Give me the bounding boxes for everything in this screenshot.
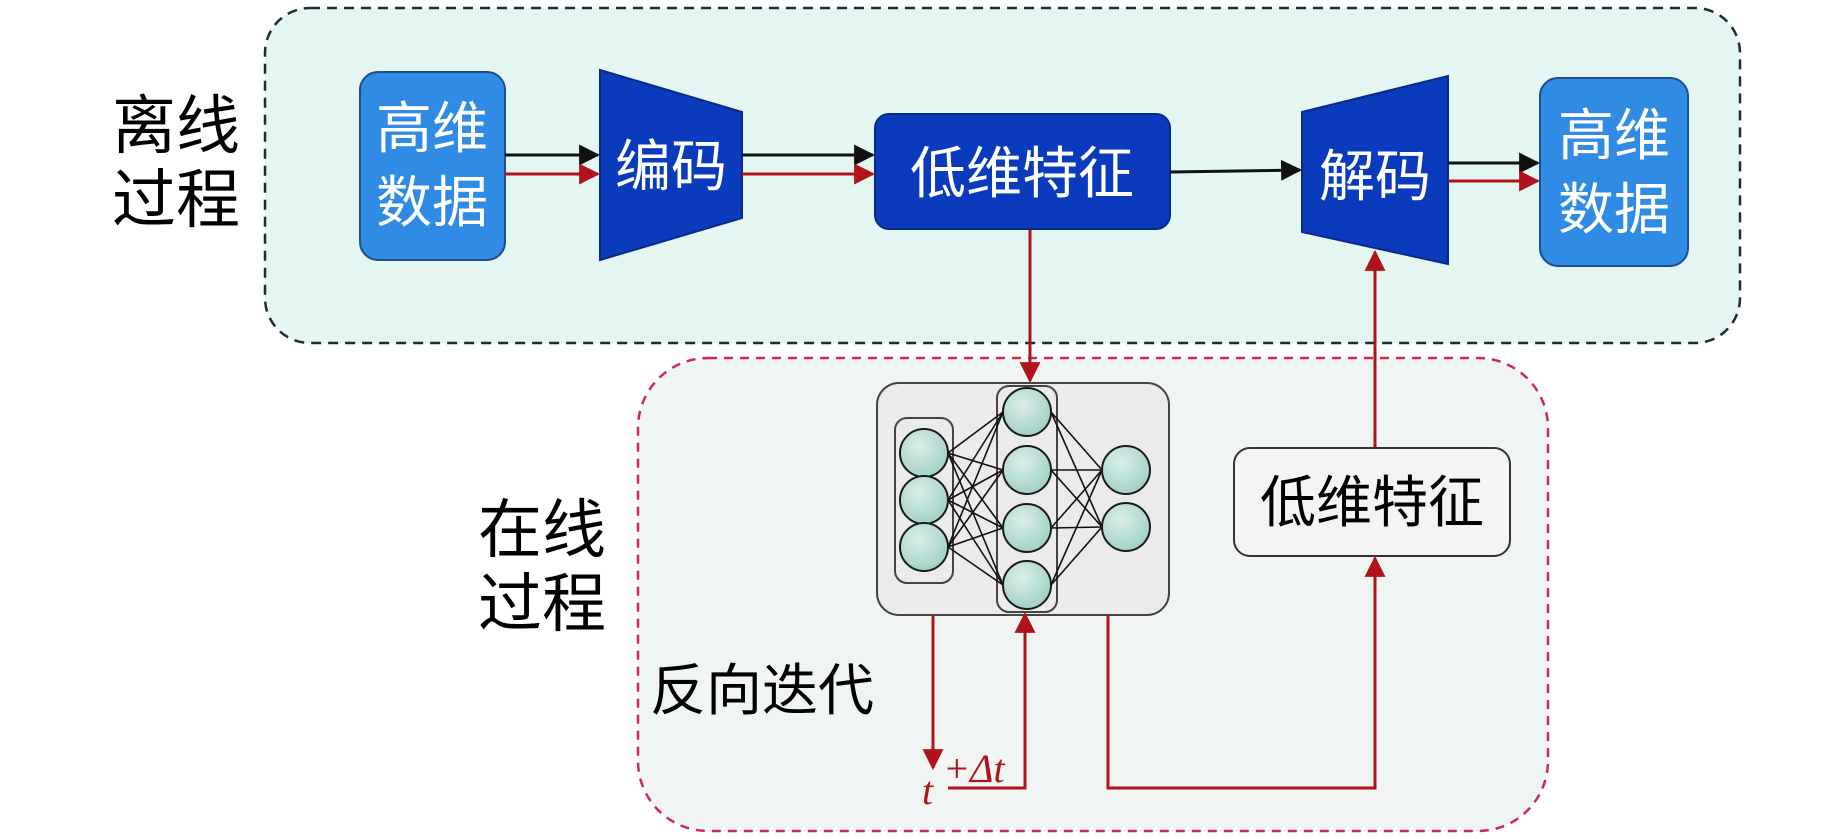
offline-input-box: [359, 71, 506, 261]
delta-time-label: +Δt: [943, 746, 1005, 791]
nn-connection: [1050, 469, 1103, 586]
offline-output-line2: 数据: [1558, 178, 1670, 243]
offline-latent-label: 低维特征: [910, 142, 1134, 207]
online-latent-label: 低维特征: [1260, 471, 1484, 536]
offline-label-line2: 过程: [112, 164, 240, 238]
nn-neuron: [1002, 387, 1052, 437]
nn-neuron: [1002, 503, 1052, 553]
decoder-label: 解码: [1319, 145, 1431, 210]
nn-connection: [947, 452, 1004, 529]
nn-connections: [947, 411, 1103, 586]
online-label-line1: 在线: [478, 494, 606, 568]
nn-neuron: [899, 475, 949, 525]
offline-output-line1: 高维: [1558, 104, 1670, 169]
decoder-block: [1301, 74, 1449, 266]
nn-connection: [947, 527, 1004, 548]
nn-neuron: [899, 428, 949, 478]
nn-connection: [947, 411, 1004, 548]
nn-connection: [947, 452, 1004, 586]
nn-connection: [947, 411, 1004, 501]
arrow-delta-to-nn: [948, 611, 1036, 790]
nn-neuron: [899, 522, 949, 572]
nn-connection: [947, 469, 1004, 501]
nn-connection: [1050, 469, 1103, 529]
nn-connection: [947, 546, 1004, 586]
nn-neurons: [899, 387, 1151, 610]
arrow-nn-to-online-latent: [1106, 555, 1386, 790]
nn-neuron: [1002, 445, 1052, 495]
encoder-label: 编码: [615, 135, 727, 200]
nn-input-layer-frame: [894, 417, 954, 584]
offline-input-line1: 高维: [376, 97, 488, 162]
nn-connection: [947, 499, 1004, 586]
encoder-block: [599, 68, 743, 262]
offline-input-line2: 数据: [376, 171, 488, 236]
nn-neuron: [1002, 560, 1052, 610]
nn-connection: [1050, 411, 1103, 471]
offline-label-line1: 离线: [112, 90, 240, 164]
iteration-label: 反向迭代: [650, 659, 874, 724]
nn-neuron: [1101, 502, 1151, 552]
time-label: t: [922, 768, 934, 813]
arrow-latent-decoder: [1169, 159, 1303, 181]
nn-connection: [947, 469, 1004, 548]
nn-connection: [947, 499, 1004, 529]
nn-connection: [1050, 526, 1103, 586]
nn-connection: [947, 411, 1004, 454]
online-label-line2: 过程: [478, 568, 606, 642]
nn-connection: [947, 452, 1004, 471]
nn-neuron: [1101, 445, 1151, 495]
